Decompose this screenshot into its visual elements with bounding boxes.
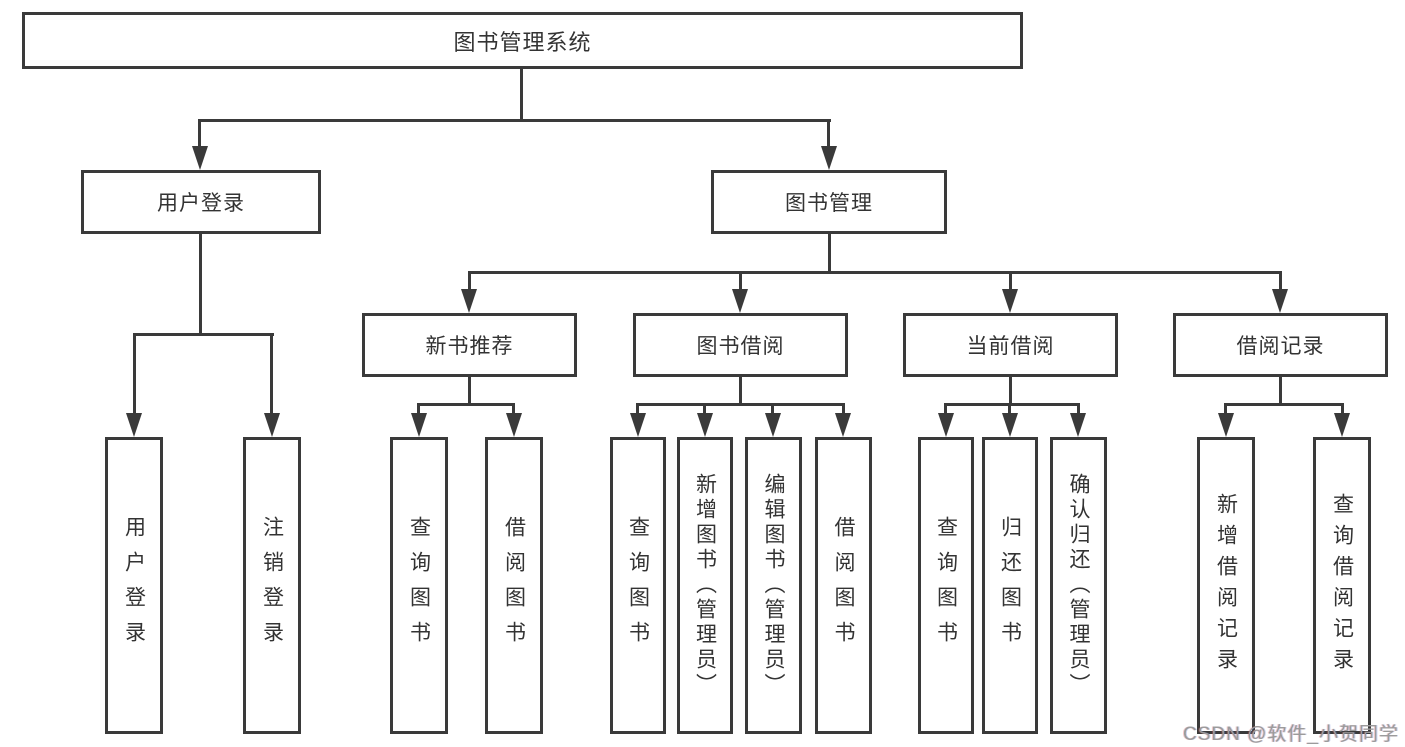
leaf-add-book-admin-label: 新增图书（管理员）	[693, 473, 717, 698]
connector-line	[199, 233, 202, 336]
connector-line	[1008, 403, 1011, 415]
node-user-login-label: 用户登录	[157, 192, 245, 215]
arrow-down-icon	[1002, 289, 1018, 313]
leaf-borrow-books: 借阅图书	[815, 437, 872, 734]
node-borrow-records: 借阅记录	[1173, 313, 1388, 377]
connector-line	[1224, 403, 1227, 415]
connector-line	[636, 403, 845, 406]
arrow-down-icon	[630, 413, 646, 437]
arrow-down-icon	[697, 413, 713, 437]
leaf-return-book-label: 归还图书	[998, 515, 1022, 656]
watermark: CSDN @软件_小贺同学	[1183, 724, 1399, 745]
connector-line	[417, 403, 420, 415]
connector-line	[739, 376, 742, 406]
connector-line	[842, 403, 845, 415]
leaf-logout: 注销登录	[243, 437, 301, 734]
connector-line	[468, 376, 471, 406]
node-new-book-recommend-label: 新书推荐	[425, 335, 514, 358]
leaf-query-books-current: 查询图书	[918, 437, 974, 734]
connector-line	[468, 271, 471, 292]
connector-line	[1009, 376, 1012, 406]
connector-line	[1279, 376, 1282, 406]
connector-line	[739, 271, 742, 292]
connector-line	[1077, 403, 1080, 415]
leaf-query-books-current-label: 查询图书	[934, 515, 958, 656]
arrow-down-icon	[732, 289, 748, 313]
arrow-down-icon	[506, 413, 522, 437]
connector-line	[468, 271, 1282, 274]
node-system: 图书管理系统	[22, 12, 1023, 69]
arrow-down-icon	[821, 146, 837, 170]
node-current-borrow: 当前借阅	[903, 313, 1118, 377]
connector-line	[828, 233, 831, 274]
node-user-login: 用户登录	[81, 170, 321, 234]
connector-line	[512, 403, 515, 415]
connector-line	[1279, 271, 1282, 292]
arrow-down-icon	[1272, 289, 1288, 313]
node-book-borrow: 图书借阅	[633, 313, 848, 377]
leaf-confirm-return-admin-label: 确认归还（管理员）	[1067, 473, 1090, 698]
leaf-query-books-recommend: 查询图书	[390, 437, 448, 734]
connector-line	[771, 403, 774, 415]
arrow-down-icon	[765, 413, 781, 437]
node-system-label: 图书管理系统	[453, 29, 592, 55]
leaf-add-borrow-record: 新增借阅记录	[1197, 437, 1255, 734]
arrow-down-icon	[264, 413, 280, 437]
connector-line	[198, 119, 201, 149]
arrow-down-icon	[1334, 413, 1350, 437]
leaf-user-login: 用户登录	[105, 437, 163, 734]
arrow-down-icon	[1070, 413, 1086, 437]
connector-line	[944, 403, 1080, 406]
connector-line	[270, 333, 273, 414]
leaf-query-books-recommend-label: 查询图书	[407, 515, 431, 656]
node-book-management: 图书管理	[711, 170, 947, 234]
arrow-down-icon	[1218, 413, 1234, 437]
connector-line	[133, 333, 136, 414]
connector-line	[636, 403, 639, 415]
leaf-query-books-borrow-label: 查询图书	[626, 515, 650, 656]
arrow-down-icon	[411, 413, 427, 437]
leaf-borrow-books-recommend: 借阅图书	[485, 437, 543, 734]
connector-line	[703, 403, 706, 415]
arrow-down-icon	[835, 413, 851, 437]
leaf-user-login-label: 用户登录	[122, 515, 146, 656]
leaf-edit-book-admin-label: 编辑图书（管理员）	[762, 473, 785, 698]
leaf-add-borrow-record-label: 新增借阅记录	[1214, 492, 1238, 679]
node-book-management-label: 图书管理	[785, 192, 873, 215]
leaf-add-book-admin: 新增图书（管理员）	[677, 437, 733, 734]
connector-line	[1341, 403, 1344, 415]
leaf-query-books-borrow: 查询图书	[610, 437, 666, 734]
arrow-down-icon	[461, 289, 477, 313]
connector-line	[417, 403, 515, 406]
leaf-confirm-return-admin: 确认归还（管理员）	[1050, 437, 1107, 734]
leaf-return-book: 归还图书	[982, 437, 1038, 734]
leaf-query-borrow-record-label: 查询借阅记录	[1330, 492, 1354, 679]
connector-line	[827, 119, 830, 149]
leaf-query-borrow-record: 查询借阅记录	[1313, 437, 1371, 734]
connector-line	[944, 403, 947, 415]
connector-line	[520, 68, 523, 122]
arrow-down-icon	[126, 413, 142, 437]
connector-line	[198, 119, 831, 122]
arrow-down-icon	[1002, 413, 1018, 437]
node-new-book-recommend: 新书推荐	[362, 313, 577, 377]
leaf-edit-book-admin: 编辑图书（管理员）	[745, 437, 802, 734]
connector-line	[133, 333, 274, 336]
leaf-borrow-books-label: 借阅图书	[832, 515, 855, 656]
connector-line	[1009, 271, 1012, 292]
arrow-down-icon	[192, 146, 208, 170]
leaf-borrow-books-recommend-label: 借阅图书	[502, 515, 526, 656]
node-current-borrow-label: 当前借阅	[966, 335, 1055, 358]
node-borrow-records-label: 借阅记录	[1236, 335, 1325, 358]
connector-line	[1224, 403, 1344, 406]
node-book-borrow-label: 图书借阅	[696, 335, 785, 358]
leaf-logout-label: 注销登录	[260, 515, 284, 656]
arrow-down-icon	[938, 413, 954, 437]
